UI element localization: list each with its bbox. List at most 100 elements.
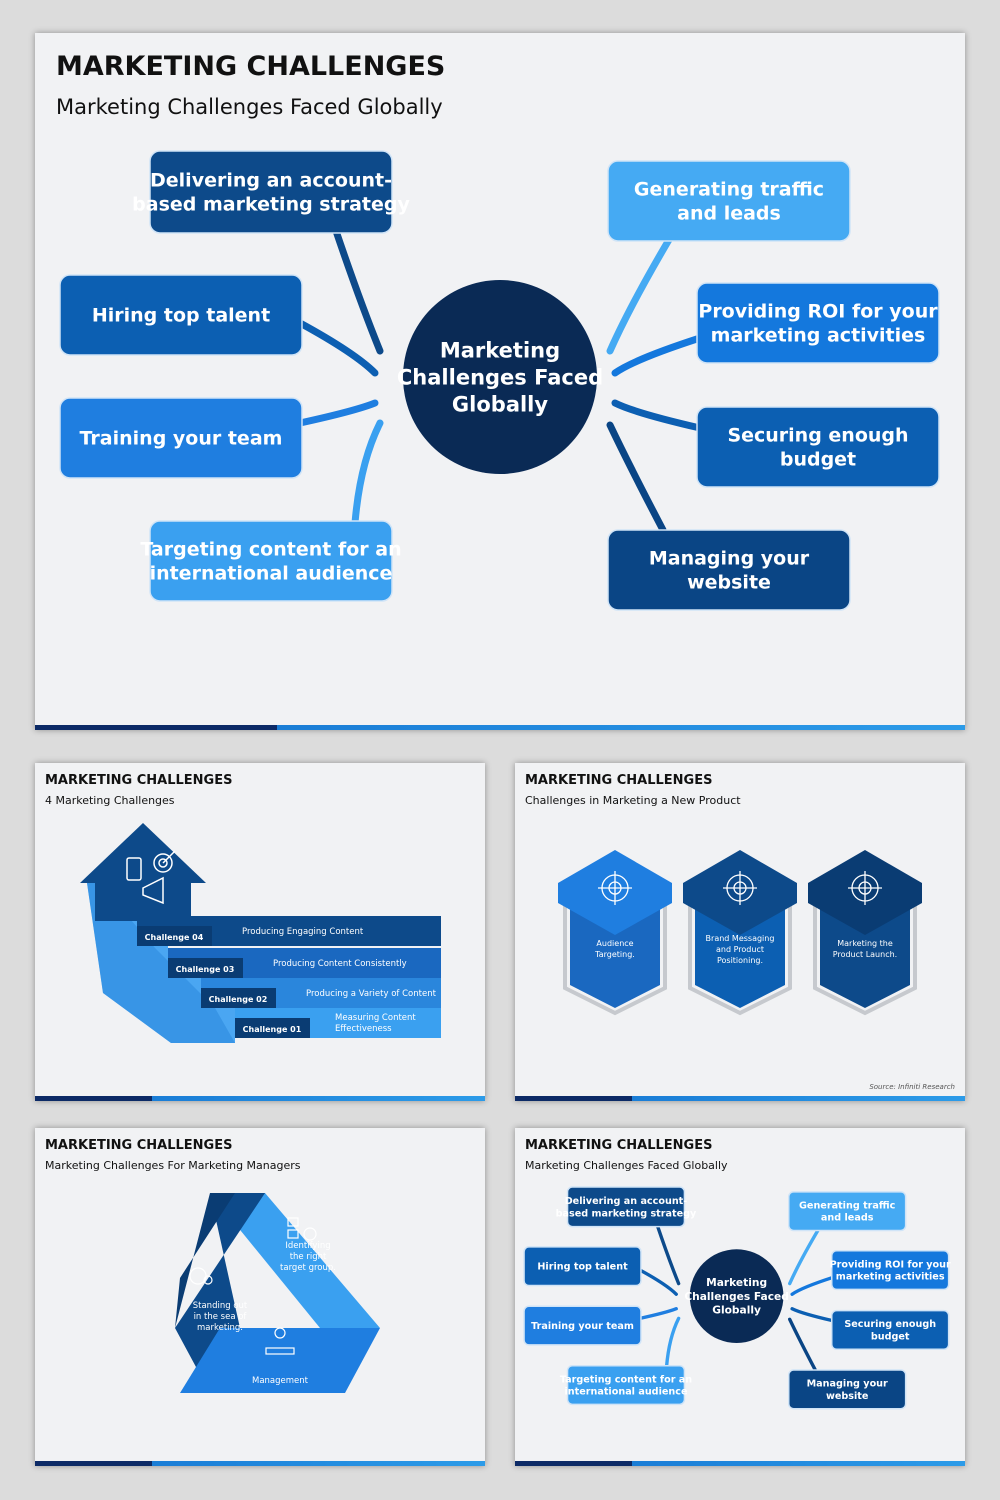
slide-managers-title: MARKETING CHALLENGES — [45, 1138, 233, 1153]
challenge-step-tag-label: Challenge 01 — [243, 1025, 302, 1034]
challenge-step-tag-label: Challenge 02 — [209, 995, 268, 1004]
connector-line — [638, 1307, 678, 1321]
main-slide-subtitle: Marketing Challenges Faced Globally — [56, 95, 443, 119]
brand-messaging-icon — [723, 871, 757, 905]
stairs-ramp-shade — [87, 883, 235, 1043]
connector-line — [331, 224, 384, 355]
slide-accent-bar — [35, 1096, 485, 1101]
challenge-node — [523, 1305, 642, 1346]
source-note: Source: Infiniti Research — [869, 1083, 955, 1091]
connector-line — [611, 334, 704, 377]
triangle-segment-label: target group. — [280, 1263, 336, 1273]
challenge-step-tag — [235, 1018, 310, 1038]
triangle-segment-right — [210, 1193, 380, 1328]
slide-new-product-title: MARKETING CHALLENGES — [525, 773, 713, 788]
challenge-node — [607, 529, 851, 611]
triangle-segment-bottom — [180, 1328, 380, 1393]
challenge-node — [566, 1364, 686, 1406]
challenge-step-tag — [137, 926, 212, 946]
challenge-node — [149, 150, 393, 234]
challenge-node-label: Training your team — [531, 1321, 634, 1332]
challenge-node — [607, 160, 851, 242]
challenge-step-label: Producing Content Consistently — [273, 959, 407, 969]
challenge-node — [788, 1369, 907, 1410]
house-roof — [80, 823, 206, 883]
team-management-icon — [265, 1327, 295, 1355]
triangle-segment-label: Standing out — [193, 1301, 248, 1311]
triangle-segment-label: marketing. — [197, 1323, 243, 1333]
challenge-node-label: Hiring top talent — [92, 305, 270, 327]
slide-accent-bar — [35, 1461, 485, 1466]
challenge-node — [788, 1191, 907, 1232]
connector-line — [788, 1317, 818, 1372]
connector-line — [296, 319, 379, 377]
slide-4-challenges-subtitle: 4 Marketing Challenges — [45, 794, 175, 807]
connector-line — [351, 419, 384, 527]
challenge-node-label: Training your team — [80, 428, 283, 450]
audience-target-icon — [598, 871, 632, 905]
challenge-step-tag — [168, 958, 243, 978]
shield-body — [820, 903, 910, 1008]
target-group-icon — [287, 1217, 317, 1241]
shield-label: Brand Messaging — [706, 934, 775, 943]
challenge-step-tag — [201, 988, 276, 1008]
slide-mind-map-thumb: MARKETING CHALLENGES Marketing Challenge… — [515, 1128, 965, 1466]
triangle-segment-label: Identifying — [285, 1241, 330, 1251]
connector-line — [606, 421, 667, 534]
shield-body — [695, 903, 785, 1008]
shield-label: Targeting. — [594, 950, 635, 959]
challenge-node — [566, 1186, 686, 1228]
connector-line — [638, 1268, 678, 1296]
challenge-node — [696, 282, 940, 364]
challenge-node — [59, 397, 303, 479]
shield-label: Audience — [596, 939, 633, 948]
challenge-node — [149, 520, 393, 602]
triangle-segment-label: in the sea of — [194, 1312, 248, 1322]
shield-label: and Product — [716, 945, 764, 954]
shield-label: Product Launch. — [833, 950, 897, 959]
challenge-step-tag-label: Challenge 03 — [176, 965, 235, 974]
slide-managers-subtitle: Marketing Challenges For Marketing Manag… — [45, 1159, 301, 1172]
challenge-node — [830, 1250, 950, 1291]
triangle-segment-label: Management — [252, 1376, 309, 1386]
shield-label: Marketing the — [837, 939, 893, 948]
shield-label: Positioning. — [717, 956, 763, 965]
shield-body — [570, 903, 660, 1008]
challenge-step-label: Producing a Variety of Content — [306, 989, 437, 999]
challenge-node-label: Hiring top talent — [537, 1262, 628, 1273]
rocket-launch-icon — [848, 871, 882, 905]
slide-accent-bar — [515, 1461, 965, 1466]
slide-mind-map-thumb-subtitle: Marketing Challenges Faced Globally — [525, 1159, 728, 1172]
slide-mind-map-thumb-title: MARKETING CHALLENGES — [525, 1138, 713, 1153]
connector-line — [790, 1275, 835, 1296]
connector-line — [790, 1307, 835, 1323]
connector-line — [664, 1316, 681, 1369]
challenge-node — [830, 1309, 950, 1351]
slide-accent-bar — [515, 1096, 965, 1101]
challenge-step-label: Measuring Content — [335, 1013, 416, 1023]
challenge-step-label: Effectiveness — [335, 1024, 392, 1034]
house-body — [95, 881, 191, 921]
slide-4-challenges-title: MARKETING CHALLENGES — [45, 773, 233, 788]
slide-new-product-subtitle: Challenges in Marketing a New Product — [525, 794, 741, 807]
slide-4-challenges: MARKETING CHALLENGES 4 Marketing Challen… — [35, 763, 485, 1101]
center-node — [403, 280, 597, 474]
challenge-node — [523, 1246, 642, 1287]
challenge-node — [696, 406, 940, 488]
center-node — [689, 1249, 784, 1344]
connector-line — [606, 234, 674, 355]
challenge-step-label: Producing Engaging Content — [242, 927, 364, 937]
